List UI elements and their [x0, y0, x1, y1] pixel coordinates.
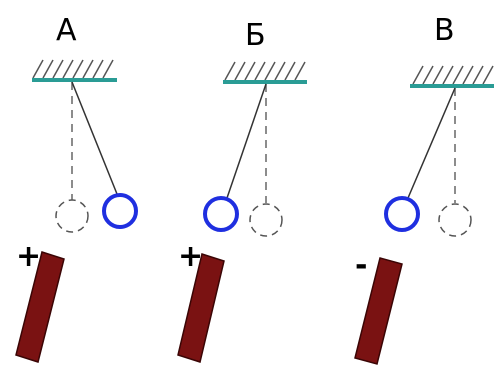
thread-b — [226, 83, 267, 199]
ceiling-hatch-b — [224, 61, 306, 81]
ceiling-hatch-c — [412, 65, 494, 85]
equilibrium-ball-c — [438, 203, 472, 237]
panel-label-c: В — [434, 13, 455, 48]
ceiling-hatch-a — [32, 59, 114, 79]
panel-c: В - — [354, 13, 494, 365]
panel-a: А + — [15, 13, 138, 363]
charged-rod-b — [177, 253, 225, 363]
charged-rod-a — [15, 251, 65, 363]
panel-label-b: Б — [245, 18, 266, 53]
ball-a — [102, 193, 138, 229]
thread-c — [407, 87, 456, 199]
panel-b: Б + — [177, 18, 307, 363]
thread-a — [71, 81, 118, 195]
charged-rod-c — [354, 257, 403, 365]
charge-sign-c: - — [355, 248, 367, 283]
equilibrium-ball-b — [249, 203, 283, 237]
ball-b — [203, 196, 239, 232]
equilibrium-ball-a — [55, 199, 89, 233]
ball-c — [384, 196, 420, 232]
charge-sign-a: + — [16, 239, 41, 274]
panel-label-a: А — [56, 13, 77, 48]
